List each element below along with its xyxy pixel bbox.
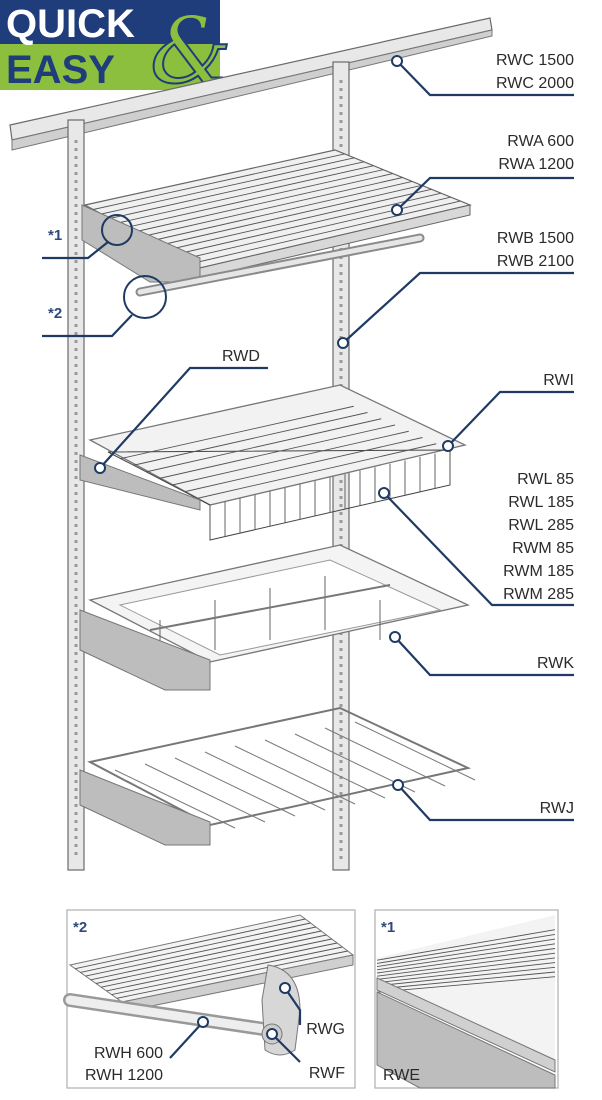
callout-dot-rwb [337,337,349,349]
callout-dot-rwi [442,440,454,452]
logo-easy: EASY [6,48,115,92]
label-rwb-2100: RWB 2100 [497,253,574,270]
inset-2-marker: *2 [73,919,87,936]
callout-dot-rwa [391,204,403,216]
inset-detail-2: *2 RWH 600 RWH 1200 RWG RWF [63,909,356,1089]
sliding-frame [79,544,471,691]
label-rwc-1500: RWC 1500 [496,52,574,69]
logo-bottom-band [0,44,220,90]
label-rwj: RWJ [540,800,574,817]
marker-2: *2 [48,305,62,322]
leader-lines [42,55,574,822]
label-rwi: RWI [543,372,574,389]
callout-dot-rwh [197,1016,209,1028]
label-rwg: RWG [306,1021,345,1038]
label-rwk: RWK [537,655,574,672]
label-rwh-600: RWH 600 [94,1045,163,1062]
rack-bracket-left [79,769,211,846]
main-labels: RWC 1500 RWC 2000 RWA 600 RWA 1200 RWB 1… [48,52,574,817]
callout-dot-rwk [389,631,401,643]
detail-circle-2 [123,275,167,319]
wire-basket [79,384,467,541]
top-track-rail [9,17,493,151]
label-rwd: RWD [222,348,260,365]
label-rwa-1200: RWA 1200 [498,156,574,173]
label-rwc-2000: RWC 2000 [496,75,574,92]
inset-1-marker: *1 [381,919,395,936]
label-rwm-285: RWM 285 [503,586,574,603]
callout-dot-rwc [391,55,403,67]
label-rwf: RWF [309,1065,345,1082]
label-rwl-85: RWL 85 [517,471,574,488]
label-rwl-285: RWL 285 [508,517,574,534]
label-rwa-600: RWA 600 [507,133,574,150]
callout-dot-rwg [279,982,291,994]
logo-top-band [0,0,220,44]
detail-circle-1 [101,214,133,246]
basket-bracket-left [79,454,201,511]
inset-detail-1: *1 RWE [374,909,559,1089]
trouser-rack [79,706,476,846]
callout-dot-rwf [266,1028,278,1040]
callout-dot-rwj [392,779,404,791]
label-rwl-185: RWL 185 [508,494,574,511]
logo-quick: QUICK [6,2,135,46]
callout-dot-rwl [378,487,390,499]
label-rwh-1200: RWH 1200 [85,1067,163,1084]
label-rwb-1500: RWB 1500 [497,230,574,247]
label-rwe: RWE [383,1067,420,1084]
label-rwm-185: RWM 185 [503,563,574,580]
frame-bracket-left [79,609,211,691]
callout-dot-rwd [94,462,106,474]
quick-easy-logo: & QUICK EASY [0,0,233,105]
marker-1: *1 [48,227,62,244]
label-rwm-85: RWM 85 [512,540,574,557]
wire-shelf [81,149,472,297]
